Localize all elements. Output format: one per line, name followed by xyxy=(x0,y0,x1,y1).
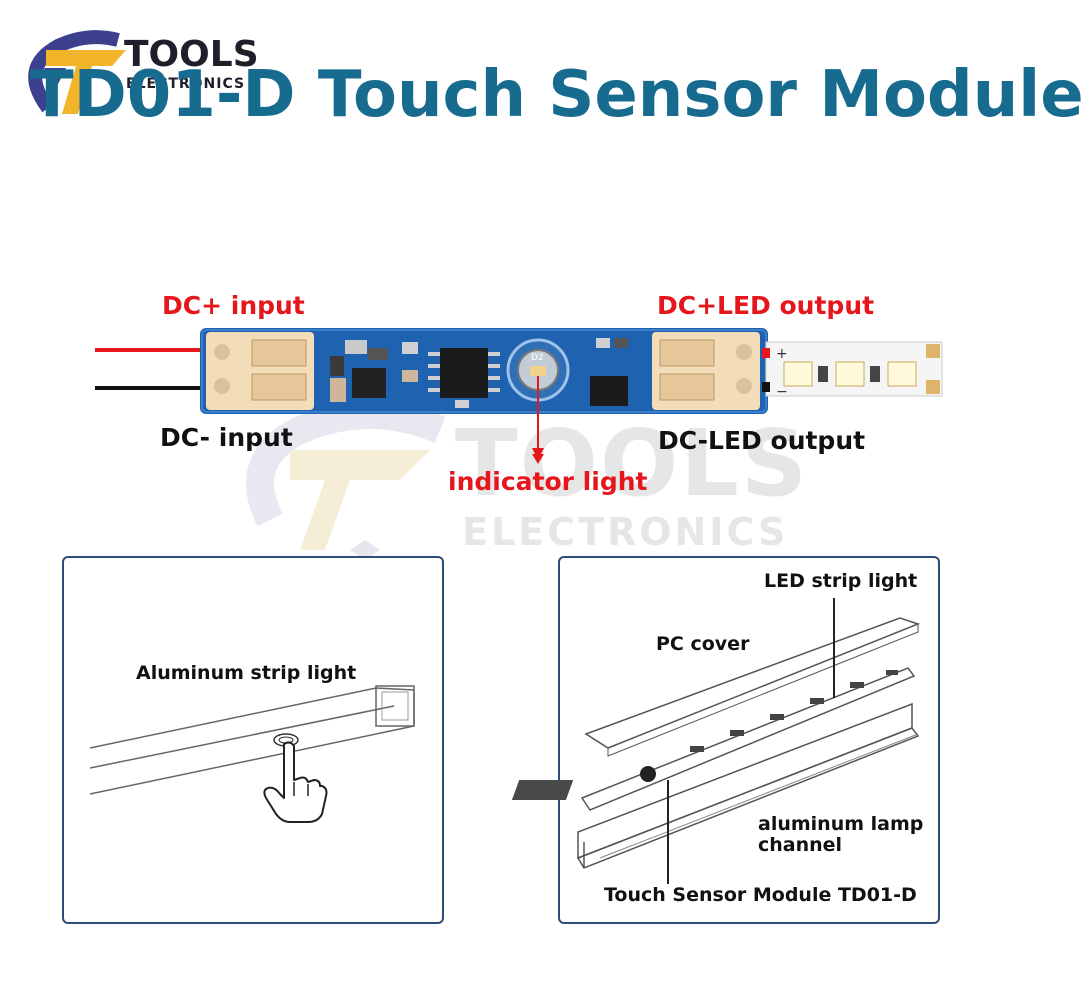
logo-text-tools: TOOLS xyxy=(124,34,259,75)
indicator-light-label: indicator light xyxy=(448,467,648,496)
dc-minus-input-label: DC- input xyxy=(160,423,293,452)
watermark-text-tools: TOOLS xyxy=(455,410,810,517)
led-chip-label: D2 xyxy=(531,353,544,363)
touch-sensor-module-board: D2 + − xyxy=(95,328,943,460)
aluminum-strip-light-caption: Aluminum strip light xyxy=(136,662,357,684)
pc-cover-label: PC cover xyxy=(656,633,750,655)
touch-hand-icon xyxy=(263,741,328,823)
svg-text:−: − xyxy=(776,384,788,400)
logo-text-electronics: ELECTRONICS xyxy=(126,76,246,92)
watermark-text-electronics: ELECTRONICS xyxy=(462,510,789,554)
touch-sensor-module-label: Touch Sensor Module TD01-D xyxy=(604,884,917,906)
indicator-arrow-icon xyxy=(532,438,544,464)
aluminum-lamp-channel-label-line2: channel xyxy=(758,834,843,856)
dc-plus-input-label: DC+ input xyxy=(162,291,305,320)
product-image: TOOLS ELECTRONICS TOOLS ELECTRONICS TD01… xyxy=(28,30,1084,924)
svg-text:+: + xyxy=(776,346,788,362)
strip-light-drawing-icon xyxy=(89,685,415,795)
dc-minus-led-output-label: DC-LED output xyxy=(658,426,866,455)
page-title: TD01-D Touch Sensor Module xyxy=(30,58,1084,132)
exploded-view-drawing-icon xyxy=(511,598,921,884)
aluminum-lamp-channel-label-line1: aluminum lamp xyxy=(758,813,924,835)
dc-plus-led-output-label: DC+LED output xyxy=(657,291,875,320)
brand-logo-icon xyxy=(28,30,126,114)
watermark-logo-icon xyxy=(246,401,446,560)
exploded-view-panel: LED strip light PC cover aluminum lamp c… xyxy=(511,556,940,924)
led-strip-light-label: LED strip light xyxy=(764,570,918,592)
aluminum-strip-light-panel: Aluminum strip light xyxy=(62,556,444,924)
